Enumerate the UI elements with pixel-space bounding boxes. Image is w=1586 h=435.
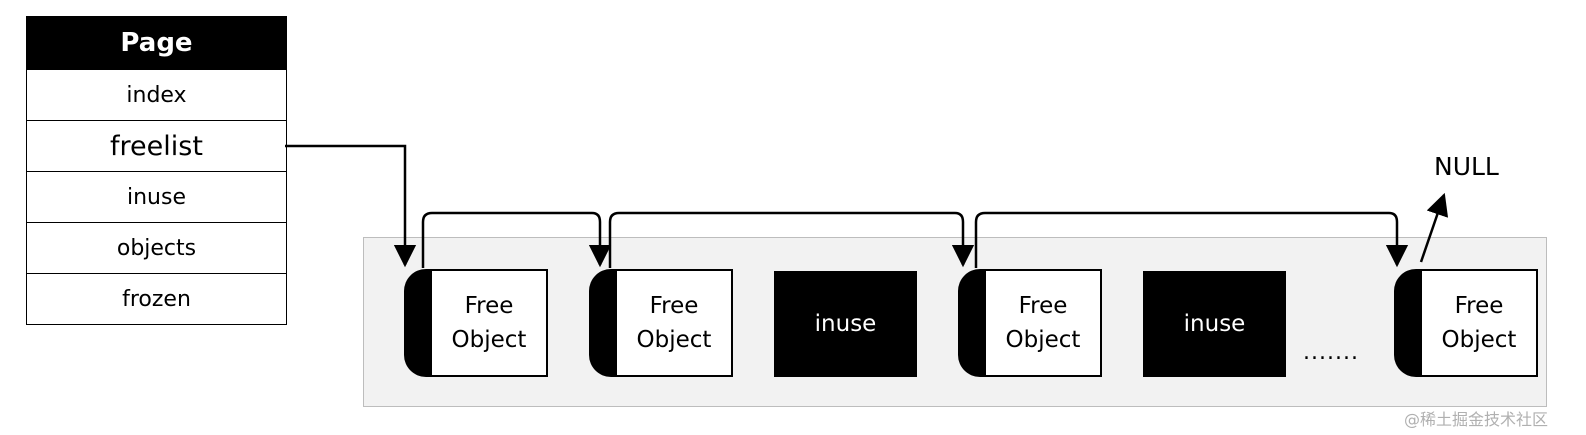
page-field-objects: objects (27, 222, 286, 273)
page-struct-table: Page index freelist inuse objects frozen (26, 16, 287, 325)
more-objects-ellipsis: ....... (1303, 340, 1359, 365)
free-pointer-slot (958, 269, 986, 377)
free-object-label: Free Object (430, 269, 548, 377)
free-pointer-slot (404, 269, 432, 377)
free-object-label: Free Object (1420, 269, 1538, 377)
page-struct-title: Page (27, 17, 286, 69)
null-label: NULL (1434, 152, 1499, 181)
free-pointer-slot (589, 269, 617, 377)
inuse-object-2: inuse (1143, 271, 1286, 377)
page-field-inuse: inuse (27, 171, 286, 222)
page-field-freelist: freelist (27, 120, 286, 171)
page-field-frozen: frozen (27, 273, 286, 324)
page-field-index: index (27, 69, 286, 120)
inuse-object-1: inuse (774, 271, 917, 377)
free-object-label: Free Object (984, 269, 1102, 377)
free-pointer-slot (1394, 269, 1422, 377)
free-object-label: Free Object (615, 269, 733, 377)
watermark-text: @稀土掘金技术社区 (1404, 410, 1549, 429)
